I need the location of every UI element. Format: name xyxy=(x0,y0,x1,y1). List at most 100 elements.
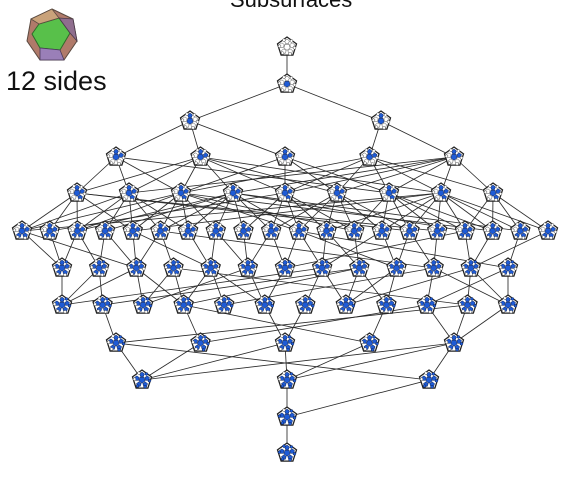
lattice-edge xyxy=(132,230,211,269)
lattice-edge xyxy=(284,156,370,194)
pentagon-face xyxy=(466,235,470,240)
pentagon-face xyxy=(427,228,432,232)
lattice-edge xyxy=(115,304,468,344)
pentagon-face xyxy=(194,347,198,351)
pentagon-face xyxy=(553,230,558,234)
pentagon-face xyxy=(197,340,204,347)
pentagon-face xyxy=(121,156,126,160)
pentagon-face xyxy=(23,235,27,240)
subsurface-node xyxy=(443,332,465,352)
pentagon-face xyxy=(450,340,458,347)
pentagon-face xyxy=(461,228,469,235)
pentagon-face xyxy=(122,197,127,201)
pentagon-face xyxy=(40,228,44,232)
pentagon-face xyxy=(403,235,407,239)
lattice-edge xyxy=(115,156,390,194)
pentagon-face xyxy=(229,304,234,308)
pentagon-face xyxy=(323,272,328,277)
lattice-edge xyxy=(141,342,286,381)
pentagon-face xyxy=(295,228,303,235)
lattice-edge xyxy=(440,192,549,232)
pentagon-face xyxy=(195,334,200,339)
subsurface-node xyxy=(454,220,476,240)
lattice-edge xyxy=(180,156,286,194)
pentagon-face xyxy=(55,309,60,313)
pentagon-face xyxy=(17,222,21,227)
pentagon-face xyxy=(228,184,232,189)
pentagon-face xyxy=(168,259,173,264)
pentagon-face xyxy=(201,161,206,166)
subsurface-node xyxy=(94,220,116,240)
pentagon-face xyxy=(486,235,491,239)
pentagon-face xyxy=(504,302,512,309)
subsurface-node xyxy=(200,257,221,277)
pentagon-face xyxy=(363,347,367,351)
subsurface-node xyxy=(237,257,259,277)
pentagon-face xyxy=(278,272,283,276)
subsurface-node xyxy=(335,294,357,314)
subsurface-node xyxy=(51,257,73,277)
pentagon-face xyxy=(417,302,422,306)
pentagon-face xyxy=(431,372,436,376)
pentagon-face xyxy=(318,265,326,272)
pentagon-face xyxy=(201,347,206,352)
subsurface-node xyxy=(126,257,147,277)
pentagon-face xyxy=(107,223,112,227)
lattice-edge xyxy=(440,192,493,232)
pentagon-face xyxy=(234,197,238,202)
lattice-edge xyxy=(286,342,455,381)
pentagon-face xyxy=(273,223,278,227)
pentagon-face xyxy=(57,259,61,264)
lattice-edge xyxy=(369,156,494,194)
lattice-edge xyxy=(115,120,191,158)
pentagon-face xyxy=(92,272,97,276)
pentagon-face xyxy=(246,223,250,227)
pentagon-face xyxy=(136,309,141,313)
pentagon-face xyxy=(378,228,386,235)
pentagon-face xyxy=(220,302,228,309)
pentagon-face xyxy=(51,235,55,240)
subsurface-node xyxy=(39,220,60,240)
pentagon-face xyxy=(207,265,215,272)
pentagon-face xyxy=(179,267,183,271)
pentagon-face xyxy=(212,228,220,235)
pentagon-face xyxy=(181,235,186,239)
pentagon-face xyxy=(135,384,140,388)
pentagon-face xyxy=(391,259,396,264)
subsurface-node xyxy=(316,220,337,240)
pentagon-face xyxy=(287,185,292,189)
pentagon-face xyxy=(324,260,329,264)
pentagon-face xyxy=(455,161,459,166)
subsurface-node xyxy=(359,146,380,166)
pentagon-face xyxy=(462,296,467,301)
pentagon-face xyxy=(261,228,266,232)
subsurface-node xyxy=(179,110,201,130)
subsurface-node xyxy=(359,332,380,352)
pentagon-face xyxy=(106,154,111,158)
lattice-edge xyxy=(232,192,466,232)
pentagon-face xyxy=(217,235,221,240)
lattice-edge xyxy=(286,83,382,122)
pentagon-face xyxy=(287,260,292,264)
pentagon-face xyxy=(275,340,280,344)
pentagon-face xyxy=(304,230,309,234)
pentagon-face xyxy=(415,230,419,234)
subsurface-node xyxy=(11,220,33,240)
lattice-edge xyxy=(286,342,370,381)
pentagon-face xyxy=(468,309,473,314)
subsurface-node xyxy=(274,146,296,166)
pentagon-face xyxy=(385,190,393,197)
lattice-edge xyxy=(345,267,471,306)
pentagon-face xyxy=(364,334,369,339)
pentagon-face xyxy=(275,265,280,269)
subsurface-node xyxy=(416,294,438,314)
pentagon-face xyxy=(64,260,69,264)
pentagon-face xyxy=(280,421,285,425)
pentagon-face xyxy=(191,154,195,158)
pentagon-face xyxy=(118,335,123,339)
pentagon-face xyxy=(435,272,439,277)
pentagon-face xyxy=(424,265,428,269)
pentagon-face xyxy=(97,296,102,301)
pentagon-face xyxy=(336,302,341,306)
pentagon-face xyxy=(203,335,207,339)
